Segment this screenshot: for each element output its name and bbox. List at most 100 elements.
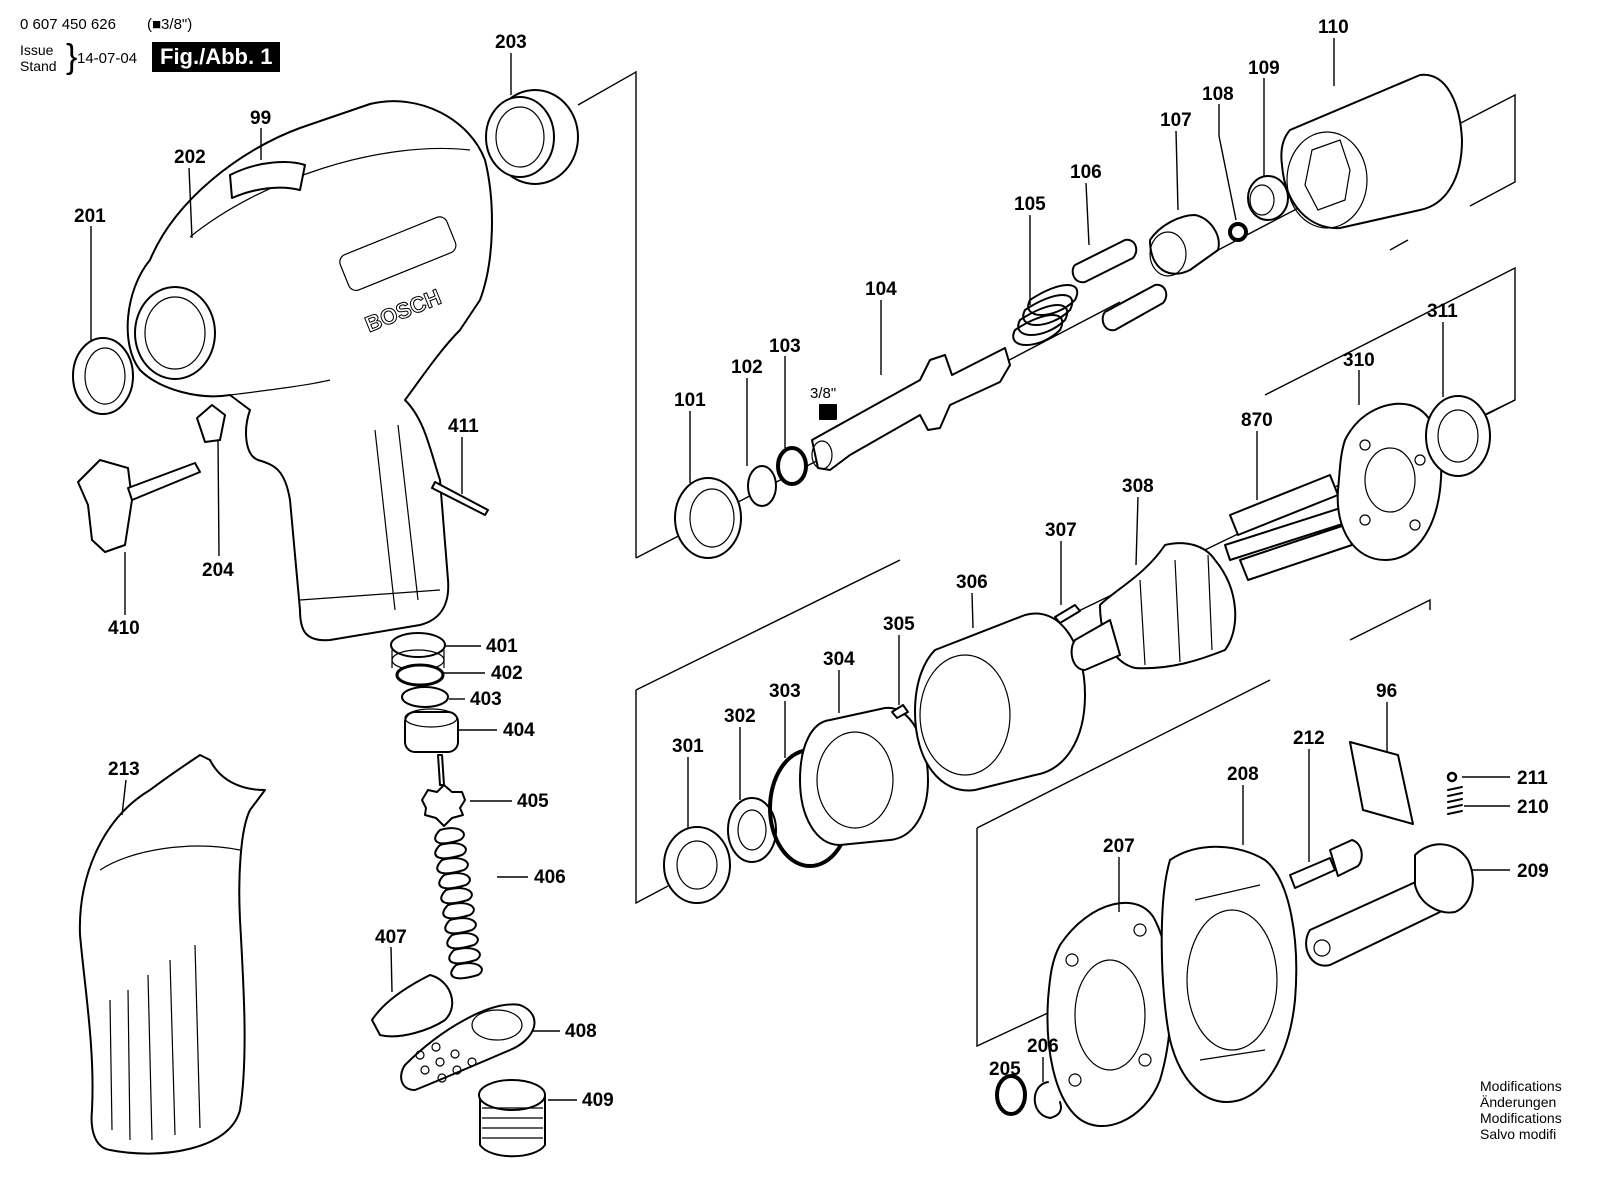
part-206	[1033, 1081, 1062, 1119]
part-411	[431, 481, 489, 516]
part-109	[1247, 175, 1289, 221]
drive-marker: 3/8"	[810, 385, 836, 402]
part-105	[1012, 284, 1079, 346]
part-102	[747, 465, 777, 507]
label-308: 308	[1122, 476, 1154, 497]
motor-assembly	[663, 395, 1491, 904]
label-403: 403	[470, 689, 502, 710]
part-302	[727, 797, 777, 863]
label-205: 205	[989, 1059, 1021, 1080]
part-301	[663, 826, 731, 904]
part-104	[811, 347, 1011, 471]
label-401: 401	[486, 636, 518, 657]
label-310: 310	[1343, 350, 1375, 371]
label-411: 411	[448, 416, 479, 437]
label-303: 303	[769, 681, 801, 702]
label-301: 301	[672, 736, 704, 757]
label-410: 410	[108, 618, 140, 639]
label-405: 405	[517, 791, 549, 812]
part-99	[229, 161, 306, 199]
label-406: 406	[534, 867, 566, 888]
label-409: 409	[582, 1090, 614, 1111]
issue-brace: }	[66, 38, 78, 76]
part-304	[799, 706, 929, 846]
label-96: 96	[1376, 681, 1397, 702]
label-104: 104	[865, 279, 897, 300]
part-306	[914, 612, 1086, 792]
label-402: 402	[491, 663, 523, 684]
label-306: 306	[956, 572, 988, 593]
part-205	[995, 1074, 1027, 1116]
part-203	[485, 89, 579, 185]
part-310	[1336, 402, 1443, 561]
label-204: 204	[202, 560, 234, 581]
label-102: 102	[731, 357, 763, 378]
label-109: 109	[1248, 58, 1280, 79]
part-213	[78, 754, 266, 1155]
drive-size: (■3/8")	[147, 16, 193, 33]
label-870: 870	[1241, 410, 1273, 431]
label-207: 207	[1103, 836, 1135, 857]
modifications-note: Modifications Änderungen Modifications S…	[1480, 1078, 1562, 1142]
housing: BOSCH	[126, 100, 493, 642]
label-206: 206	[1027, 1036, 1059, 1057]
label-209: 209	[1517, 861, 1549, 882]
label-106: 106	[1070, 162, 1102, 183]
label-108: 108	[1202, 84, 1234, 105]
part-204	[196, 404, 226, 443]
part-870	[1224, 474, 1356, 581]
label-211: 211	[1517, 768, 1548, 789]
part-labels: 203 99 202 201 204 410 411 401 402 403 4…	[74, 17, 1549, 1111]
label-105: 105	[1014, 194, 1046, 215]
label-202: 202	[174, 147, 206, 168]
label-408: 408	[565, 1021, 597, 1042]
issue-label: Issue Stand	[20, 42, 57, 74]
label-404: 404	[503, 720, 535, 741]
document-number: 0 607 450 626	[20, 16, 116, 33]
label-99: 99	[250, 108, 271, 129]
valve-assembly	[371, 632, 546, 1158]
part-407	[371, 974, 454, 1038]
label-110: 110	[1318, 17, 1349, 38]
part-308	[1099, 542, 1237, 670]
label-305: 305	[883, 614, 915, 635]
label-107: 107	[1160, 110, 1192, 131]
part-106	[1071, 238, 1138, 284]
figure-label: Fig./Abb. 1	[152, 42, 281, 72]
part-410	[77, 459, 201, 553]
label-101: 101	[674, 390, 706, 411]
drive-assembly: 3/8"	[674, 73, 1463, 559]
part-210	[1447, 786, 1463, 815]
part-101	[674, 477, 742, 559]
part-201	[72, 337, 134, 415]
label-210: 210	[1517, 797, 1549, 818]
label-302: 302	[724, 706, 756, 727]
label-311: 311	[1427, 301, 1458, 322]
label-304: 304	[823, 649, 855, 670]
label-307: 307	[1045, 520, 1077, 541]
label-208: 208	[1227, 764, 1259, 785]
back-assembly	[995, 771, 1474, 1127]
leader-lines	[90, 38, 1510, 1101]
part-307	[1054, 604, 1081, 624]
part-103	[776, 446, 808, 486]
part-212	[1289, 857, 1336, 889]
label-212: 212	[1293, 728, 1325, 749]
part-110	[1280, 73, 1463, 230]
part-108	[1228, 222, 1248, 242]
part-305	[891, 704, 909, 719]
label-407: 407	[375, 927, 407, 948]
part-409	[479, 1094, 546, 1158]
part-207	[1046, 901, 1172, 1127]
part-96	[1349, 741, 1414, 825]
part-208	[1160, 845, 1298, 1103]
frame-lower	[976, 598, 1431, 1048]
part-311	[1425, 395, 1491, 477]
issue-date: 14-07-04	[77, 50, 138, 67]
label-213: 213	[108, 759, 140, 780]
label-201: 201	[74, 206, 106, 227]
part-408	[400, 1003, 536, 1091]
label-203: 203	[495, 32, 527, 53]
label-103: 103	[769, 336, 801, 357]
